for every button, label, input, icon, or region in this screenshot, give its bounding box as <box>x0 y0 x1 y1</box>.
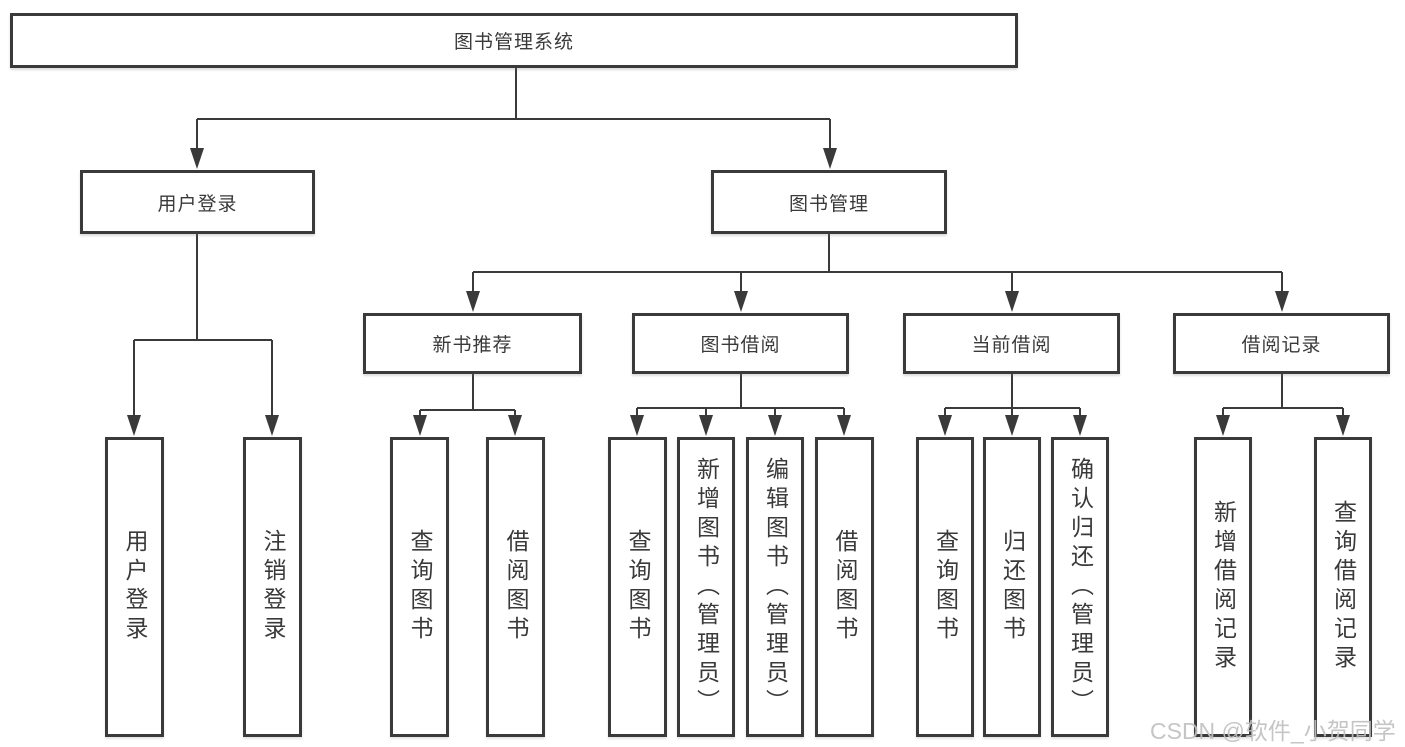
leaf-query-books-borrow: 查询图书 <box>608 437 667 737</box>
node-new-book-recommend: 新书推荐 <box>363 313 582 374</box>
leaf-edit-book-admin: 编辑图书（管理员） <box>746 437 804 737</box>
node-root: 图书管理系统 <box>10 13 1018 68</box>
node-user-login: 用户登录 <box>80 170 315 234</box>
leaf-query-books-current: 查询图书 <box>916 437 974 737</box>
node-current-borrow: 当前借阅 <box>903 313 1120 374</box>
node-book-borrow: 图书借阅 <box>632 313 849 374</box>
tree-edges <box>133 68 1344 420</box>
arrow-down-icons <box>127 148 1350 436</box>
leaf-query-borrow-record: 查询借阅记录 <box>1314 437 1372 737</box>
leaf-add-book-admin: 新增图书（管理员） <box>677 437 735 737</box>
leaf-borrow-books-recommend: 借阅图书 <box>486 437 545 737</box>
node-borrow-records: 借阅记录 <box>1173 313 1390 374</box>
csdn-watermark: CSDN @软件_小贺同学 <box>1150 718 1396 744</box>
leaf-borrow-books: 借阅图书 <box>815 437 874 737</box>
leaf-logout: 注销登录 <box>243 437 302 737</box>
node-book-management: 图书管理 <box>711 170 947 234</box>
leaf-return-book: 归还图书 <box>983 437 1041 737</box>
leaf-query-books-recommend: 查询图书 <box>390 437 449 737</box>
leaf-user-login: 用户登录 <box>105 437 164 737</box>
leaf-add-borrow-record: 新增借阅记录 <box>1194 437 1252 737</box>
leaf-confirm-return-admin: 确认归还（管理员） <box>1051 437 1109 737</box>
